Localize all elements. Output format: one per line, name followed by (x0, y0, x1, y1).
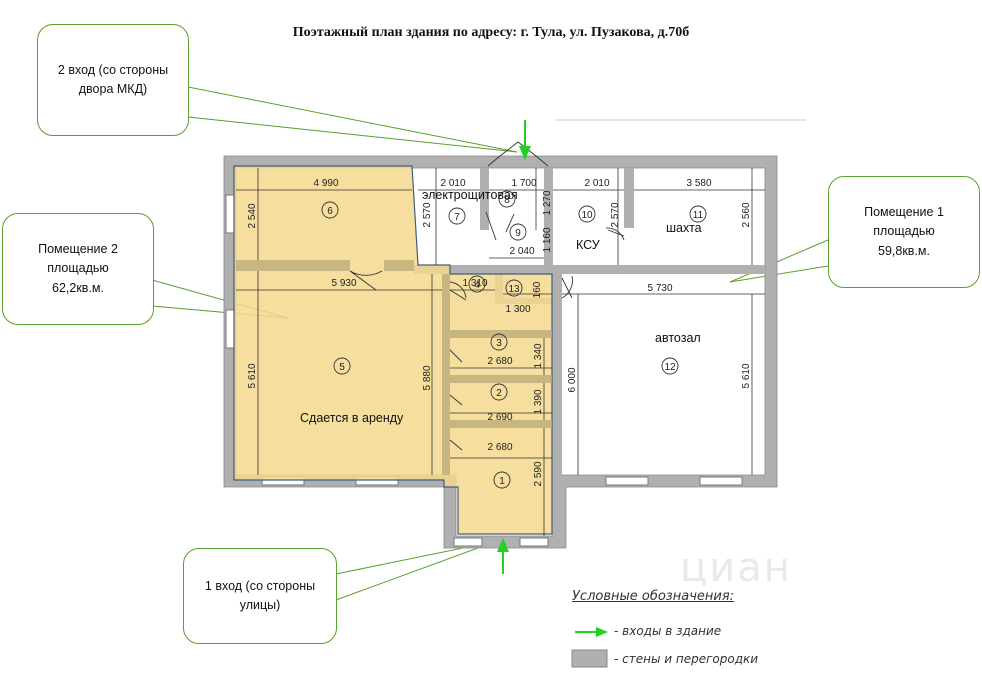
room-number-8: 8 (504, 195, 510, 206)
room-number-7: 7 (454, 212, 460, 223)
label-electro: электрощитовая (422, 188, 518, 202)
room-number-10: 10 (581, 210, 593, 221)
dim-2010a: 2 010 (440, 178, 465, 189)
door-swings (349, 141, 625, 451)
dim-5730: 5 730 (647, 283, 672, 294)
dim-1160: 1 160 (542, 227, 553, 252)
dim-2590: 2 590 (533, 461, 544, 486)
watermark-logo: циан (680, 545, 792, 591)
dim-3580: 3 580 (686, 178, 711, 189)
dim-2570b: 2 570 (610, 202, 621, 227)
room-number-12: 12 (664, 362, 676, 373)
callout-premises-1: Помещение 1 площадью 59,8кв.м. (828, 176, 980, 288)
dim-5930: 5 930 (331, 278, 356, 289)
legend-walls: - стены и перегородки (614, 652, 759, 666)
label-rent: Сдается в аренду (300, 411, 404, 425)
dim-2680a: 2 680 (487, 356, 512, 367)
callout-entrance-1: 1 вход (со стороны улицы) (183, 548, 337, 644)
dim-2570a: 2 570 (422, 202, 433, 227)
dim-5880: 5 880 (422, 365, 433, 390)
dim-1390: 1 390 (533, 389, 544, 414)
room-number-13: 13 (508, 284, 520, 295)
dim-1340: 1 340 (533, 343, 544, 368)
room-number-2: 2 (496, 388, 502, 399)
dim-160: 160 (532, 281, 543, 298)
dim-2040: 2 040 (509, 246, 534, 257)
dim-2010b: 2 010 (584, 178, 609, 189)
dim-1270: 1 270 (542, 190, 553, 215)
dim-2690: 2 690 (487, 412, 512, 423)
legend-entrances: - входы в здание (614, 624, 722, 638)
callout-premises-2: Помещение 2 площадью 62,2кв.м. (2, 213, 154, 325)
dim-4990: 4 990 (313, 178, 338, 189)
label-autohall: автозал (655, 331, 701, 345)
dim-5610a: 5 610 (247, 363, 258, 388)
dim-6000: 6 000 (567, 367, 578, 392)
room-number-11: 11 (693, 210, 704, 221)
room-number-6: 6 (327, 206, 333, 217)
room-number-1: 1 (499, 476, 505, 487)
room-number-3: 3 (496, 338, 502, 349)
plan-title: Поэтажный план здания по адресу: г. Тула… (292, 25, 690, 40)
windows (225, 194, 743, 547)
dim-1700: 1 700 (511, 178, 536, 189)
dim-2680b: 2 680 (487, 442, 512, 453)
dim-1300: 1 300 (505, 304, 530, 315)
entrance-arrows (497, 120, 608, 668)
rented-area (233, 165, 553, 535)
callout-entrance-2: 2 вход (со стороны двора МКД) (37, 24, 189, 136)
label-shaft: шахта (666, 221, 702, 235)
dim-1310: 1 310 (462, 278, 487, 289)
room-number-5: 5 (339, 362, 345, 373)
dimension-lines (236, 168, 765, 536)
dim-2540: 2 540 (247, 203, 258, 228)
legend-title: Условные обозначения: (572, 589, 735, 604)
dim-2560: 2 560 (741, 202, 752, 227)
dim-5610b: 5 610 (741, 363, 752, 388)
room-number-9: 9 (515, 228, 521, 239)
room-number-4: 4 (474, 280, 480, 291)
room-circles (321, 190, 707, 489)
label-ksu: КСУ (576, 238, 600, 252)
